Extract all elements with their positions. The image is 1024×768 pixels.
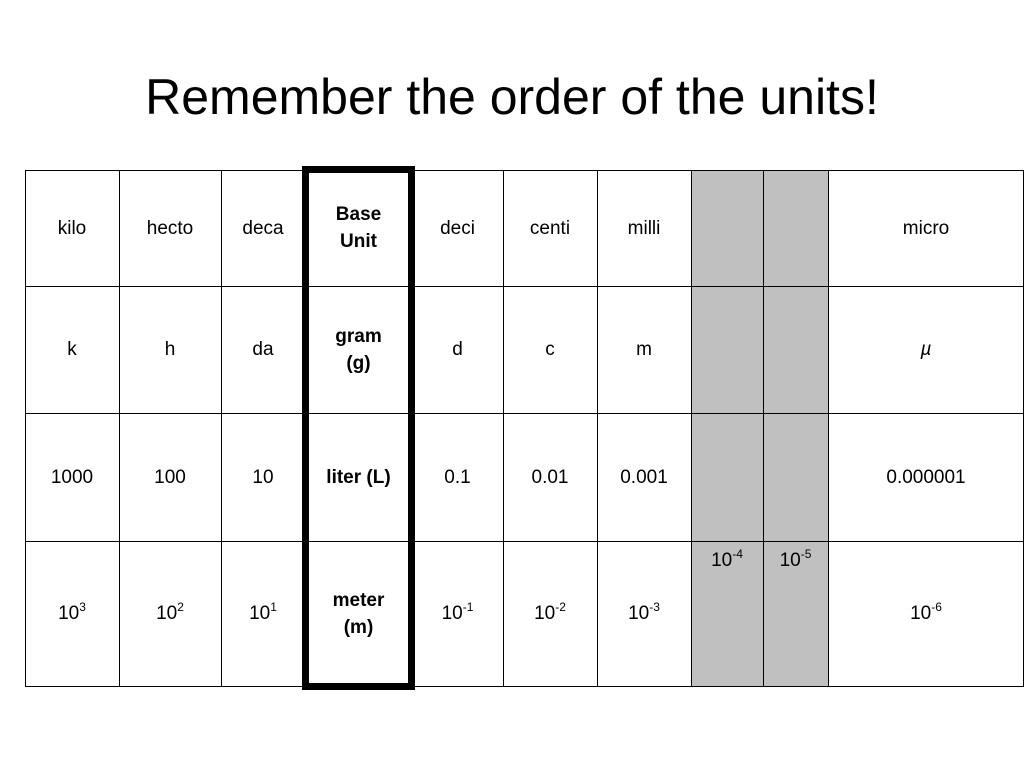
shaded-column	[763, 170, 828, 686]
table-cell: 10-3	[597, 541, 691, 686]
power-exponent: -6	[931, 599, 942, 614]
table-row-border	[25, 540, 1024, 542]
table-cell: deci	[440, 217, 475, 239]
table-column-border	[502, 170, 504, 686]
table-cell: 10-1	[412, 541, 503, 686]
table-cell: 101	[221, 541, 305, 686]
table-cell: 102	[119, 541, 221, 686]
table-row-border	[25, 685, 1024, 687]
slide-title: Remember the order of the units!	[145, 69, 879, 125]
power-exponent: 3	[79, 599, 86, 614]
table-cell: 10	[252, 466, 274, 488]
table-cell: meter (m)	[332, 589, 385, 638]
base-unit-highlight-frame	[302, 166, 415, 690]
table-cell: 10-4	[691, 541, 763, 686]
table-cell: 10-6	[828, 541, 1024, 686]
power-exponent: -5	[800, 546, 812, 561]
power-base: 10	[156, 603, 178, 624]
power-exponent: -2	[555, 599, 566, 614]
table-row-border	[25, 169, 1024, 171]
table-cell: k	[67, 339, 77, 360]
table-cell: kilo	[57, 217, 87, 239]
table-cell	[691, 286, 763, 413]
table-cell: 103	[25, 541, 119, 686]
table-cell: µ	[920, 339, 932, 360]
power-exponent: 1	[270, 599, 277, 614]
power-exponent: 2	[177, 599, 184, 614]
table-column-border	[24, 170, 26, 686]
table-cell: 10-5	[763, 541, 828, 686]
table-cell: Base Unit	[335, 204, 382, 252]
table-cell: 0.01	[531, 466, 569, 488]
power-base: 10	[711, 550, 733, 571]
table-cell: da	[252, 339, 274, 360]
table-column-border	[596, 170, 598, 686]
power-base: 10	[249, 603, 271, 624]
table-cell	[763, 413, 828, 541]
table-cell: centi	[529, 217, 571, 239]
table-cell: liter (L)	[326, 466, 391, 488]
table-cell: c	[545, 339, 555, 360]
table-cell: deca	[242, 217, 284, 239]
table-cell: 10-2	[503, 541, 597, 686]
power-base: 10	[534, 603, 556, 624]
table-cell: milli	[627, 217, 661, 239]
table-cell: 100	[154, 466, 186, 488]
table-row-border	[25, 412, 1024, 414]
table-cell: gram (g)	[335, 325, 382, 374]
power-exponent: -3	[649, 599, 660, 614]
table-cell: hecto	[146, 217, 194, 239]
table-cell	[763, 170, 828, 286]
table-cell: h	[164, 339, 176, 360]
shaded-column	[691, 170, 763, 686]
power-base: 10	[628, 603, 650, 624]
table-cell	[691, 170, 763, 286]
table-cell: 0.1	[444, 466, 471, 488]
table-cell: 0.001	[620, 466, 668, 488]
table-column-border	[220, 170, 222, 686]
table-cell: d	[452, 339, 463, 360]
table-column-border	[690, 170, 692, 686]
power-base: 10	[441, 603, 463, 624]
table-column-border	[118, 170, 120, 686]
power-base: 10	[58, 603, 80, 624]
table-row-border	[25, 285, 1024, 287]
table-cell: m	[636, 339, 652, 360]
power-exponent: -4	[732, 546, 743, 561]
power-base: 10	[910, 603, 932, 624]
power-exponent: -1	[462, 599, 474, 614]
table-cell: micro	[902, 217, 950, 239]
table-cell	[691, 413, 763, 541]
table-column-border	[827, 170, 829, 686]
table-cell: 0.000001	[886, 466, 966, 488]
table-column-border	[762, 170, 764, 686]
table-cell	[763, 286, 828, 413]
table-cell: 1000	[50, 466, 94, 488]
power-base: 10	[779, 550, 801, 571]
